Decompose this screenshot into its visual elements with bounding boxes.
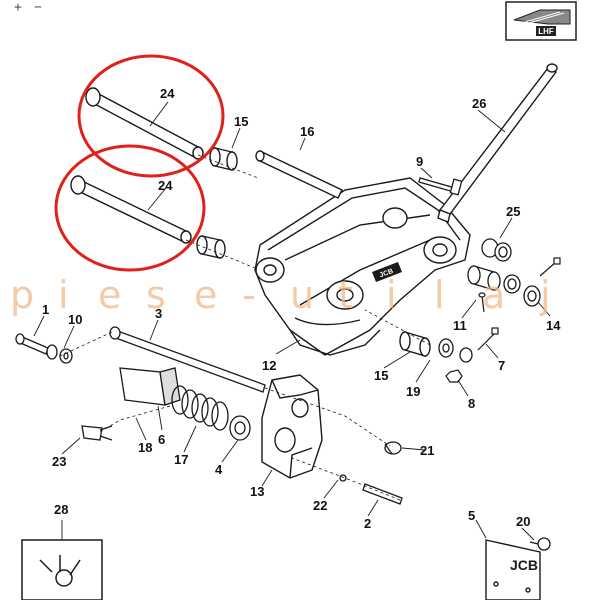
watermark-char: - — [242, 273, 256, 317]
svg-text:JCB: JCB — [510, 557, 538, 573]
callout-24-lower: 24 — [158, 178, 173, 193]
callout-6: 6 — [158, 432, 165, 447]
plate-5: JCB — [485, 539, 541, 601]
bush-25 — [481, 238, 512, 262]
bolt-1 — [15, 333, 58, 360]
jcb-logo: JCB — [372, 262, 402, 282]
callout-19: 19 — [406, 384, 420, 399]
view-badge-label: LHF — [538, 27, 554, 36]
bolt-9 — [418, 177, 463, 196]
callout-4: 4 — [215, 462, 223, 477]
watermark-char: i — [58, 273, 69, 317]
nut-8 — [445, 369, 463, 383]
latch-body-13 — [261, 374, 323, 479]
callout-11: 11 — [453, 318, 467, 333]
callout-9: 9 — [416, 154, 423, 169]
callout-12: 12 — [262, 358, 276, 373]
callout-20: 20 — [516, 514, 530, 529]
bush-15-right — [399, 331, 431, 357]
callout-7: 7 — [498, 358, 505, 373]
view-badge-label-bg — [536, 26, 556, 36]
watermark-char: e — [98, 273, 121, 317]
bush-15-left — [196, 235, 226, 259]
callout-17: 17 — [174, 452, 188, 467]
callout-14: 14 — [546, 318, 561, 333]
callout-23: 23 — [52, 454, 66, 469]
callout-26: 26 — [472, 96, 486, 111]
clip-21 — [384, 441, 402, 455]
zoom-in-button[interactable]: + — [14, 0, 22, 15]
watermark-char: u — [290, 273, 314, 317]
handle-rod — [437, 63, 558, 223]
callout-16: 16 — [300, 124, 314, 139]
pin-24-lower — [70, 175, 192, 244]
zoom-out-button[interactable]: − — [34, 0, 42, 15]
watermark-char: t — [338, 273, 353, 317]
bush-15-upper — [209, 147, 238, 171]
main-arm — [254, 177, 471, 356]
highlight-circles — [54, 54, 225, 272]
callout-22: 22 — [313, 498, 327, 513]
highlight-circle-upper — [77, 54, 225, 178]
callout-24-upper: 24 — [160, 86, 175, 101]
watermark: p i e s e - u t i l a j — [10, 273, 551, 317]
watermark-char: s — [146, 273, 166, 317]
view-badge: LHF — [505, 1, 577, 41]
pin-11 — [478, 292, 486, 313]
washer-10 — [59, 348, 73, 364]
watermark-char: e — [194, 273, 217, 317]
callout-13: 13 — [250, 484, 264, 499]
callout-3: 3 — [155, 306, 162, 321]
callout-2: 2 — [364, 516, 371, 531]
watermark-char: l — [434, 273, 445, 317]
bolt-top-right — [539, 257, 561, 277]
pin-3 — [109, 326, 266, 393]
svg-text:JCB: JCB — [379, 268, 395, 279]
callout-18: 18 — [138, 440, 152, 455]
cup-4 — [229, 415, 251, 441]
callout-21: 21 — [420, 443, 434, 458]
assembly-dashes — [59, 154, 431, 501]
rod-2 — [339, 474, 403, 505]
callout-28: 28 — [54, 502, 68, 517]
callout-10: 10 — [68, 312, 82, 327]
bush-large — [467, 265, 521, 294]
callout-1: 1 — [42, 302, 49, 317]
watermark-char: a — [482, 273, 505, 317]
washer-14 — [523, 285, 541, 307]
decal-28 — [21, 539, 103, 601]
callout-25: 25 — [506, 204, 520, 219]
wedge-block-6 — [119, 367, 181, 406]
callout-15-upper: 15 — [234, 114, 248, 129]
pin-16 — [255, 150, 343, 199]
highlight-circle-lower — [54, 144, 206, 272]
watermark-char: p — [10, 273, 34, 317]
callout-5: 5 — [468, 508, 475, 523]
screw-20 — [529, 537, 551, 551]
callout-8: 8 — [468, 396, 475, 411]
knob-23 — [81, 425, 113, 441]
callout-15-lower: 15 — [374, 368, 388, 383]
callouts: 1 2 3 4 5 6 7 8 9 10 11 12 13 14 15 15 1… — [42, 86, 561, 531]
watermark-char: i — [386, 273, 397, 317]
watermark-char: j — [539, 273, 551, 317]
bolt-7 — [477, 327, 499, 351]
spring-17 — [171, 385, 229, 431]
washer-19 — [438, 338, 473, 363]
leader-lines — [33, 101, 551, 541]
